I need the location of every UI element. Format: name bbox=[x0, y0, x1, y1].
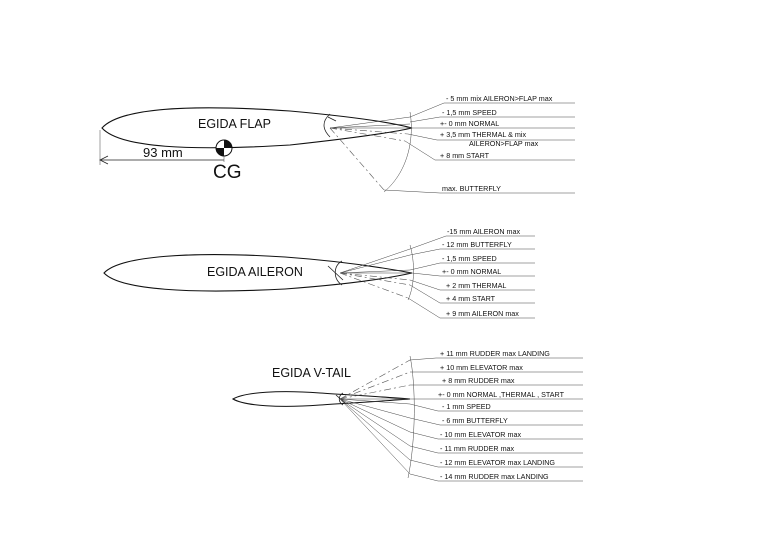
flap-label-normal: +- 0 mm NORMAL bbox=[440, 119, 499, 128]
aileron-title: EGIDA AILERON bbox=[207, 265, 303, 279]
vtail-title: EGIDA V-TAIL bbox=[272, 366, 351, 380]
aileron-label-thermal: + 2 mm THERMAL bbox=[446, 281, 506, 290]
vtail-label-butterfly: - 6 mm BUTTERFLY bbox=[442, 416, 508, 425]
aileron-label-aileron-max-up: -15 mm AILERON max bbox=[447, 227, 520, 236]
flap-label-mix-max: - 5 mm mix AILERON>FLAP max bbox=[446, 94, 553, 103]
flap-drawing: 93 mm CG EGIDA FLAP - 5 mm mix AILERON>F… bbox=[99, 94, 575, 194]
vtail-label-rudder-landing-up: + 11 mm RUDDER max LANDING bbox=[440, 349, 550, 358]
aileron-label-aileron-max-down: + 9 mm AILERON max bbox=[446, 309, 519, 318]
flap-label-butterfly: max. BUTTERFLY bbox=[442, 184, 501, 193]
flap-hinge-mark bbox=[327, 116, 337, 122]
flap-deflection-lines bbox=[329, 111, 412, 193]
vtail-label-rudder-max-up: + 8 mm RUDDER max bbox=[442, 376, 515, 385]
flap-dimension-label: 93 mm bbox=[143, 145, 183, 160]
aileron-hinge-mark bbox=[327, 265, 344, 281]
flap-hinge-arc bbox=[323, 113, 331, 138]
vtail-label-rudder-max-down: - 11 mm RUDDER max bbox=[440, 444, 515, 453]
aileron-label-normal: +- 0 mm NORMAL bbox=[442, 267, 501, 276]
vtail-label-elevator-max-up: + 10 mm ELEVATOR max bbox=[440, 363, 523, 372]
flap-label-speed: - 1,5 mm SPEED bbox=[442, 108, 497, 117]
flap-title: EGIDA FLAP bbox=[198, 117, 271, 131]
vtail-label-speed: - 1 mm SPEED bbox=[442, 402, 491, 411]
aileron-drawing: EGIDA AILERON -15 mm AILERON max - 12 mm… bbox=[103, 227, 535, 319]
cg-icon bbox=[215, 139, 233, 157]
cg-label: CG bbox=[213, 162, 242, 183]
aileron-label-start: + 4 mm START bbox=[446, 294, 496, 303]
aileron-label-butterfly: - 12 mm BUTTERFLY bbox=[442, 240, 512, 249]
flap-leaders bbox=[383, 102, 575, 194]
vtail-hinge-arc bbox=[338, 392, 344, 406]
flap-label-aileron-flap-max: AILERON>FLAP max bbox=[469, 139, 539, 148]
aileron-deflection-lines bbox=[339, 244, 414, 301]
vtail-label-rudder-landing-down: - 14 mm RUDDER max LANDING bbox=[440, 472, 549, 481]
vtail-label-elevator-landing-down: - 12 mm ELEVATOR max LANDING bbox=[440, 458, 555, 467]
vtail-drawing: EGIDA V-TAIL + 11 mm RUDDER max LANDING … bbox=[231, 349, 583, 482]
aileron-leaders bbox=[407, 235, 535, 319]
flap-label-thermal: + 3,5 mm THERMAL & mix bbox=[440, 130, 526, 139]
aileron-label-speed: - 1,5 mm SPEED bbox=[442, 254, 497, 263]
vtail-leaders bbox=[409, 357, 583, 482]
vtail-deflection-lines bbox=[339, 355, 415, 479]
vtail-label-elevator-max-down: - 10 mm ELEVATOR max bbox=[440, 430, 521, 439]
flap-label-start: + 8 mm START bbox=[440, 151, 490, 160]
vtail-label-normal: +- 0 mm NORMAL ,THERMAL , START bbox=[438, 390, 565, 399]
